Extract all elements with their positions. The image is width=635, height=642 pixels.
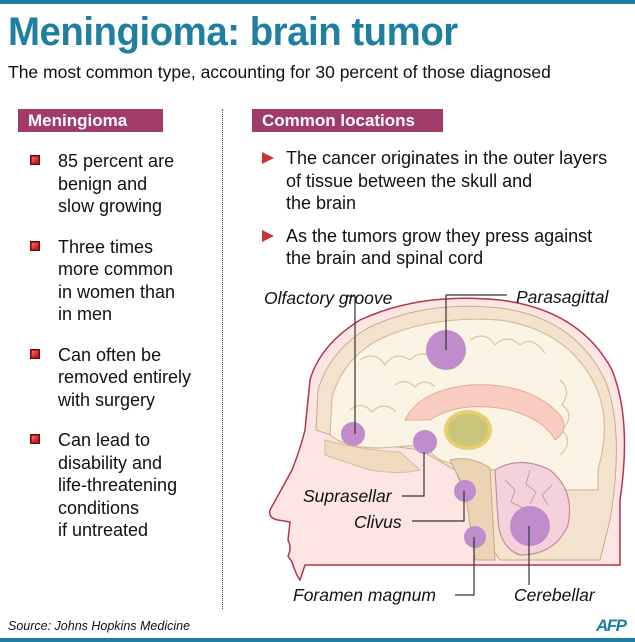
bottom-accent-bar	[0, 638, 635, 642]
corpus-callosum	[404, 384, 565, 441]
info-text: As the tumors grow they press against th…	[286, 225, 593, 269]
fact-item: 85 percent are benign and slow growing	[30, 150, 220, 218]
locations-info-list: The cancer originates in the outer layer…	[262, 147, 632, 280]
red-triangle-bullet-icon	[262, 152, 274, 164]
label-foramen-magnum: Foramen magnum	[293, 585, 436, 605]
red-square-bullet-icon	[30, 434, 40, 444]
thalamus	[444, 410, 492, 450]
fact-text: Can lead to disability and life-threaten…	[58, 430, 178, 540]
info-item: As the tumors grow they press against th…	[262, 225, 632, 270]
leader-clivus	[412, 491, 465, 522]
fact-item: Three times more common in women than in…	[30, 236, 220, 326]
red-square-bullet-icon	[30, 348, 40, 359]
label-clivus: Clivus	[354, 512, 402, 532]
section-heading-meningioma: Meningioma	[18, 109, 163, 132]
cerebellum-folia	[504, 469, 553, 509]
label-suprasellar: Suprasellar	[303, 486, 392, 506]
fact-item: Can often be removed entirely with surge…	[30, 344, 220, 412]
label-olfactory-groove: Olfactory groove	[264, 288, 393, 308]
label-parasagittal: Parasagittal	[516, 287, 609, 307]
afp-logo: AFP	[596, 616, 627, 635]
fact-text: 85 percent are benign and slow growing	[58, 151, 175, 216]
source-credit: Source: Johns Hopkins Medicine	[8, 619, 191, 633]
page-subtitle: The most common type, accounting for 30 …	[8, 62, 551, 82]
leader-parasagittal	[445, 294, 507, 350]
red-square-bullet-icon	[30, 155, 40, 165]
tumor-foramen-magnum	[464, 526, 486, 548]
red-triangle-bullet-icon	[262, 229, 274, 242]
info-text: The cancer originates in the outer layer…	[286, 148, 608, 213]
leader-lines	[346, 294, 530, 596]
leader-olfactory	[346, 295, 356, 434]
fact-text: Three times more common in women than in…	[58, 236, 176, 325]
section-heading-common-locations: Common locations	[252, 109, 443, 132]
tumor-clivus	[454, 480, 476, 502]
tumor-olfactory-groove	[341, 422, 365, 446]
fact-item: Can lead to disability and life-threaten…	[30, 429, 220, 542]
brain-gyri	[349, 335, 570, 456]
leader-suprasellar	[402, 452, 425, 497]
meningioma-facts-list: 85 percent are benign and slow growing T…	[30, 150, 220, 560]
red-square-bullet-icon	[30, 240, 40, 251]
column-divider	[222, 109, 223, 609]
fact-text: Can often be removed entirely with surge…	[58, 344, 192, 410]
page-title: Meningioma: brain tumor	[8, 10, 458, 54]
leader-foramen	[455, 537, 475, 596]
top-accent-bar	[0, 0, 635, 4]
label-cerebellar: Cerebellar	[514, 585, 595, 605]
nasal-sinus	[324, 439, 422, 473]
info-item: The cancer originates in the outer layer…	[262, 147, 632, 215]
tumor-cerebellar	[510, 506, 550, 546]
tumor-suprasellar	[413, 430, 437, 454]
